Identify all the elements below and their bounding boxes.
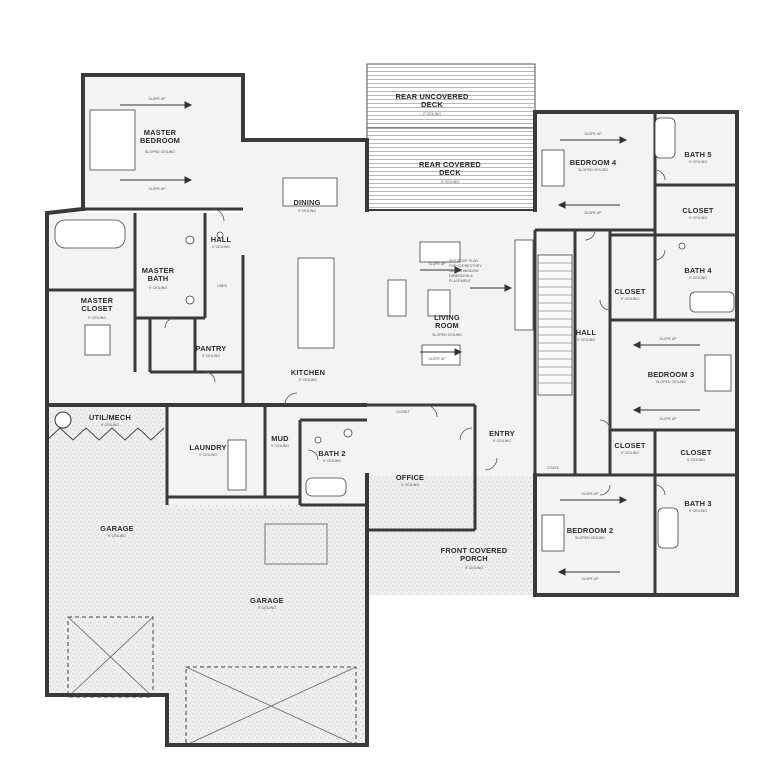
bedroom-2-ceiling: SLOPED CEILING — [575, 536, 605, 540]
master-bedroom-ceiling: SLOPED CEILING — [145, 150, 175, 154]
slope-up-bedroom4-bottom: SLOPE UP — [585, 211, 603, 215]
pantry-label: PANTRY — [196, 344, 227, 353]
rear-covered-deck-area — [366, 127, 536, 211]
dining-ceiling: 9' CEILING — [298, 209, 316, 213]
closet-top-ceiling: 9' CEILING — [689, 216, 707, 220]
garage-right-label: GARAGE — [250, 596, 284, 605]
garage-left-ceiling: 9' CEILING — [108, 534, 126, 538]
util-mech-partition — [46, 427, 165, 441]
util-mech-ceiling: 9' CEILING — [101, 423, 119, 427]
bedroom-4-label: BEDROOM 4 — [570, 158, 617, 167]
garage-storage-box — [264, 523, 328, 565]
slope-up-master-bottom: SLOPE UP — [149, 187, 167, 191]
bedroom-2-label: BEDROOM 2 — [567, 526, 614, 535]
hall-left-label: HALL — [211, 235, 232, 244]
mud-label: MUD — [271, 434, 289, 443]
slope-arrows — [120, 101, 700, 576]
office-ceiling: 9' CEILING — [401, 483, 419, 487]
house-floor — [47, 75, 737, 595]
rear-uncovered-deck-area — [366, 63, 536, 129]
hall-left-ceiling: 9' CEILING — [212, 245, 230, 249]
bath-5-ceiling: 9' CEILING — [689, 160, 707, 164]
exterior-walls — [45, 73, 739, 747]
closet-top-label: CLOSET — [682, 206, 713, 215]
closet-right-ceiling: 9' CEILING — [687, 458, 705, 462]
pantry-ceiling: 9' CEILING — [202, 354, 220, 358]
hall-right-ceiling: 9' CEILING — [577, 338, 595, 342]
slope-up-bedroom4-top: SLOPE UP — [585, 132, 603, 136]
bedroom-4-ceiling: SLOPED CEILING — [578, 168, 608, 172]
coats-label: COATS — [547, 466, 559, 470]
rear-covered-deck-ceiling: 9' CEILING — [441, 180, 459, 184]
slope-up-bedroom2-bottom: SLOPE UP — [582, 577, 600, 581]
fixtures — [54, 109, 735, 552]
dining-label: DINING — [293, 198, 320, 207]
master-closet-ceiling: 9' CEILING — [88, 316, 106, 320]
office-label: OFFICE — [396, 473, 424, 482]
water-heater-symbol — [54, 411, 72, 429]
mud-ceiling: 9' CEILING — [271, 444, 289, 448]
garage-left-label: GARAGE — [100, 524, 134, 533]
slope-up-master-top: SLOPE UP — [149, 97, 167, 101]
bath-3-label: BATH 3 — [684, 499, 711, 508]
bath-2-ceiling: 9' CEILING — [323, 459, 341, 463]
rear-uncovered-deck-ceiling: 2' CEILING — [423, 112, 441, 116]
slope-up-bedroom2-top: SLOPE UP — [582, 492, 600, 496]
slope-up-living-bottom: SLOPE UP — [429, 357, 447, 361]
slope-up-living-top: SLOPE UP — [429, 262, 447, 266]
slope-up-bedroom3-top: SLOPE UP — [660, 337, 678, 341]
entry-ceiling: 9' CEILING — [493, 439, 511, 443]
staircase — [537, 254, 573, 396]
front-covered-porch-ceiling: 9' CEILING — [465, 566, 483, 570]
slope-up-bedroom3-bottom: SLOPE UP — [660, 417, 678, 421]
closet-right-label: CLOSET — [680, 448, 711, 457]
bath-4-label: BATH 4 — [684, 266, 712, 275]
laundry-ceiling: 9' CEILING — [199, 453, 217, 457]
garage-left-slab — [47, 405, 167, 695]
closet-mid-label: CLOSET — [614, 287, 645, 296]
master-bath-ceiling: 9' CEILING — [149, 286, 167, 290]
roof-plan-note: SEE ROOF PLAN FOR CLERESTORY WALL & WIND… — [449, 259, 483, 283]
interior-walls — [47, 112, 737, 595]
util-mech-label: UTIL/MECH — [89, 413, 131, 422]
garage-right-slab — [167, 505, 367, 745]
closet-small-ceiling: 9' CEILING — [621, 451, 639, 455]
bedroom-3-ceiling: SLOPED CEILING — [656, 380, 686, 384]
garage-door-left — [67, 616, 154, 698]
bath-4-ceiling: 9' CEILING — [689, 276, 707, 280]
porch-slab — [367, 475, 535, 595]
closet-office-label: CLOSET — [396, 410, 410, 414]
linen-label: LINEN — [217, 284, 228, 288]
kitchen-label: KITCHEN — [291, 368, 325, 377]
closet-mid-ceiling: 9' CEILING — [621, 297, 639, 301]
laundry-label: LAUNDRY — [189, 443, 226, 452]
door-swings — [164, 169, 666, 496]
entry-label: ENTRY — [489, 429, 515, 438]
bath-5-label: BATH 5 — [684, 150, 711, 159]
bath-3-ceiling: 9' CEILING — [689, 509, 707, 513]
living-room-ceiling: SLOPED CEILING — [432, 333, 462, 337]
garage-right-ceiling: 9' CEILING — [258, 606, 276, 610]
kitchen-ceiling: 9' CEILING — [299, 378, 317, 382]
hall-right-label: HALL — [576, 328, 597, 337]
closet-small-label: CLOSET — [614, 441, 645, 450]
bath-2-label: BATH 2 — [318, 449, 345, 458]
bedroom-3-label: BEDROOM 3 — [648, 370, 695, 379]
